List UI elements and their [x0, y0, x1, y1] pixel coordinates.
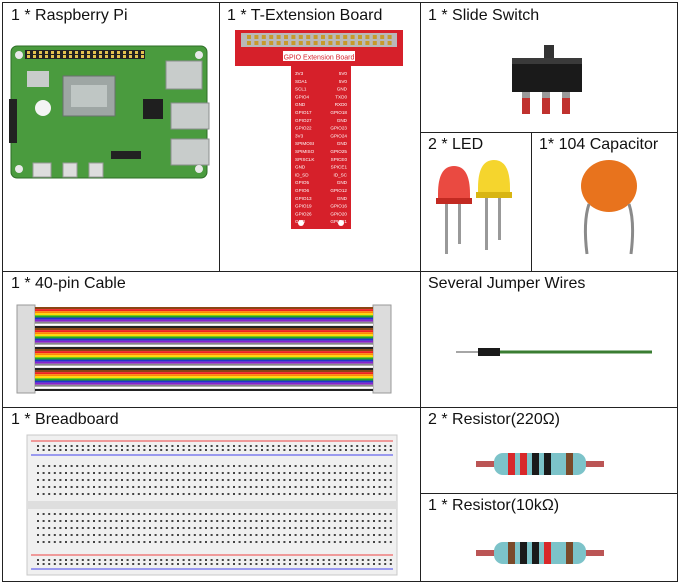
pin-label: GPIO18 — [330, 110, 347, 115]
pin-label: GPIO19 — [295, 204, 312, 209]
led-image — [436, 160, 512, 254]
slide-switch-label: 1 * Slide Switch — [428, 7, 540, 24]
breadboard-image — [26, 434, 398, 576]
raspberry-pi-label: 1 * Raspberry Pi — [11, 7, 128, 24]
pin-label: GPIO24 — [330, 133, 347, 138]
cell-resistor-10k: 1 * Resistor(10kΩ) — [420, 493, 677, 581]
cell-t-extension-board: 1 * T-Extension Board GPIO Extension Boa… — [219, 3, 420, 271]
raspberry-pi-image — [9, 45, 210, 179]
jumper-wire-image — [456, 348, 652, 356]
pin-label: GND — [337, 141, 348, 146]
cell-led: 2 * LED — [420, 132, 531, 271]
pin-label: GPIO5 — [295, 180, 309, 185]
cable-label: 1 * 40-pin Cable — [11, 275, 126, 292]
cell-resistor-220: 2 * Resistor(220Ω) — [420, 407, 677, 493]
pin-label: RXD0 — [335, 102, 348, 107]
pin-label: GPIO20 — [330, 211, 347, 216]
pin-label: GND — [295, 102, 306, 107]
pin-label: SCL1 — [295, 87, 307, 92]
breadboard-label: 1 * Breadboard — [11, 411, 119, 428]
pin-label: GND — [337, 87, 348, 92]
resistor-220-image — [476, 453, 604, 475]
resistor-220-label: 2 * Resistor(220Ω) — [428, 411, 561, 428]
pin-label: GPIO12 — [330, 188, 347, 193]
capacitor-label: 1* 104 Capacitor — [539, 136, 659, 153]
grid-divider — [420, 493, 677, 494]
pin-label: GPIO22 — [295, 126, 312, 131]
pin-label: GPIO17 — [295, 110, 312, 115]
board-title-text: GPIO Extension Board — [284, 55, 355, 62]
pin-label: GND — [337, 196, 348, 201]
grid-divider — [3, 271, 677, 272]
pin-label: GND — [295, 165, 306, 170]
pin-label: GPIO16 — [330, 204, 347, 209]
pin-label: SPICE1 — [331, 165, 348, 170]
pin-label: GPIO25 — [330, 149, 347, 154]
pin-label: ID_SD — [295, 172, 309, 177]
pin-label: TXD0 — [335, 94, 347, 99]
pin-label: 5V0 — [339, 71, 348, 76]
resistor-10k-label: 1 * Resistor(10kΩ) — [428, 497, 560, 514]
pin-label: GPIO23 — [330, 126, 347, 131]
grid-divider — [531, 132, 532, 271]
pin-label: GPIO27 — [295, 118, 312, 123]
cell-raspberry-pi: 1 * Raspberry Pi — [3, 3, 219, 271]
grid-divider — [420, 3, 421, 581]
cell-breadboard: 1 * Breadboard — [3, 407, 420, 581]
pin-label: 3V3 — [295, 71, 304, 76]
pin-label: SPICE0 — [331, 157, 348, 162]
cell-capacitor: 1* 104 Capacitor — [531, 132, 677, 271]
cell-slide-switch: 1 * Slide Switch — [420, 3, 677, 132]
grid-divider — [219, 3, 220, 271]
pin-label: GPIO4 — [295, 94, 309, 99]
pin-label: GPIO26 — [295, 211, 312, 216]
t-extension-board-label: 1 * T-Extension Board — [227, 7, 383, 24]
pin-label: 5V0 — [339, 79, 348, 84]
pin-label: GPIO13 — [295, 196, 312, 201]
t-extension-board-image: GPIO Extension Board 3V3SDA1SCL1GPIO4GND… — [235, 30, 403, 229]
pin-label: SPIMISO — [295, 149, 315, 154]
pin-label: SPIMOSI — [295, 141, 314, 146]
cell-cable: 1 * 40-pin Cable — [3, 271, 420, 407]
resistor-10k-image — [476, 542, 604, 564]
pin-label: GPIO6 — [295, 188, 309, 193]
pin-label: 3V3 — [295, 133, 304, 138]
pin-label: GND — [337, 180, 348, 185]
led-label: 2 * LED — [428, 136, 484, 153]
pin-label: GND — [337, 118, 348, 123]
slide-switch-image — [512, 45, 582, 114]
pin-label: ID_SC — [333, 172, 347, 177]
cell-jumper-wires: Several Jumper Wires — [420, 271, 677, 407]
jumper-wires-label: Several Jumper Wires — [428, 275, 586, 292]
grid-divider — [3, 407, 677, 408]
grid-divider — [420, 132, 677, 133]
capacitor-image — [581, 160, 637, 255]
pin-label: SDA1 — [295, 79, 307, 84]
cable-image — [16, 304, 392, 394]
pin-label: SPISCLK — [295, 157, 315, 162]
